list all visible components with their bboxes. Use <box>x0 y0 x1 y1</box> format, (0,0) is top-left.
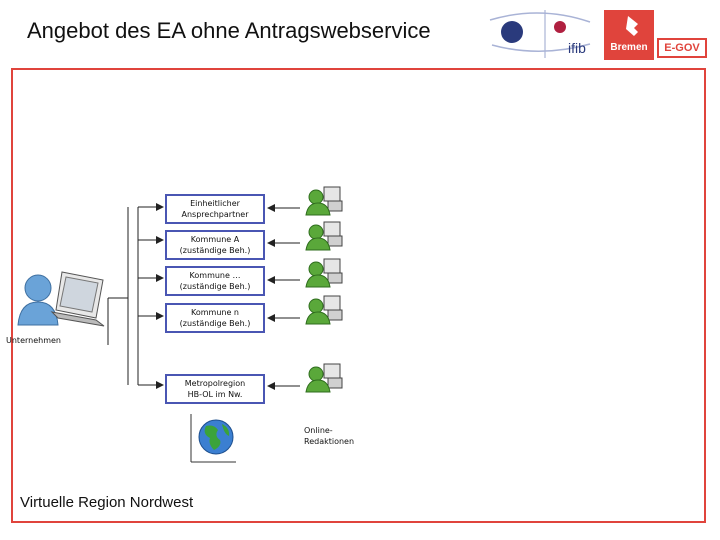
online-label-line2: Redaktionen <box>304 437 355 446</box>
egov-logo: E-GOV <box>657 38 707 58</box>
page-title: Angebot des EA ohne Antragswebservice <box>27 18 431 43</box>
user-laptop-icon <box>17 271 105 327</box>
footer-text: Virtuelle Region Nordwest <box>20 494 194 511</box>
box-line2: (zuständige Beh.) <box>179 282 251 291</box>
globe-icon <box>190 414 236 463</box>
online-label-line1: Online- <box>304 426 333 435</box>
user-label: Unternehmen <box>6 336 61 345</box>
box-line1: Kommune n <box>190 308 239 317</box>
ifib-logo-icon <box>489 10 591 58</box>
box-line1: Metropolregion <box>184 379 246 388</box>
ifib-logo-text: ifib <box>568 40 586 56</box>
box-einheitlicher-ansprechpartner: Einheitlicher Ansprechpartner <box>165 194 265 224</box>
box-line2: (zuständige Beh.) <box>179 246 251 255</box>
box-line2: (zuständige Beh.) <box>179 319 251 328</box>
box-metropolregion: Metropolregion HB-OL im Nw. <box>165 374 265 404</box>
connector-lines <box>107 203 300 390</box>
box-line1: Kommune … <box>189 271 241 280</box>
content-frame <box>11 68 706 523</box>
box-line1: Einheitlicher <box>190 199 240 208</box>
box-kommune-n: Kommune n (zuständige Beh.) <box>165 303 265 333</box>
box-line2: HB-OL im Nw. <box>187 390 243 399</box>
box-kommune-a: Kommune A (zuständige Beh.) <box>165 230 265 260</box>
online-redaktionen-label: Online- Redaktionen <box>304 425 354 447</box>
box-kommune-dots: Kommune … (zuständige Beh.) <box>165 266 265 296</box>
editor-icons <box>305 186 343 393</box>
box-line2: Ansprechpartner <box>181 210 249 219</box>
bremen-logo-text: Bremen <box>610 42 648 53</box>
box-line1: Kommune A <box>190 235 240 244</box>
bremen-key-icon <box>604 10 654 60</box>
